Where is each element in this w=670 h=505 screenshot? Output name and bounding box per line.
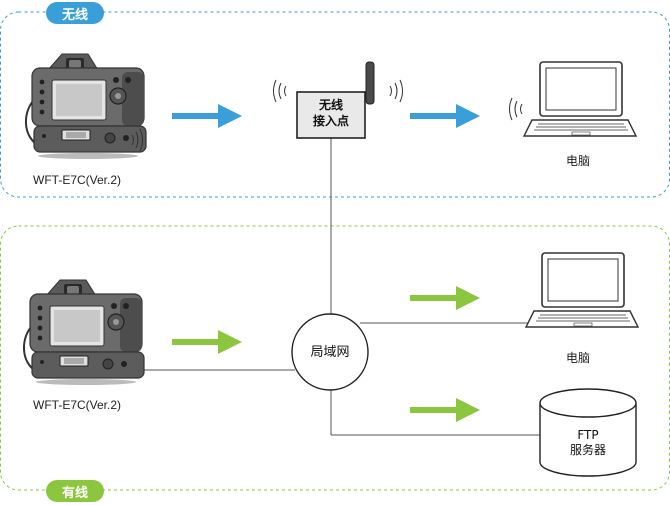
ap-label: 无线 接入点 bbox=[297, 97, 365, 129]
wireless-arrow-2 bbox=[410, 104, 480, 128]
wireless-pc-label: 电脑 bbox=[566, 154, 591, 168]
wired-arrow-1 bbox=[172, 330, 242, 354]
server-icon bbox=[539, 388, 637, 477]
router-icon bbox=[296, 61, 375, 139]
wired-arrow-2 bbox=[410, 286, 480, 310]
wired-laptop-icon bbox=[525, 252, 639, 328]
ftp-label-line2: 服务器 bbox=[569, 443, 606, 457]
wireless-camera-label: WFT-E7C(Ver.2) bbox=[33, 173, 122, 187]
ap-label-line1: 无线 bbox=[318, 98, 343, 112]
wired-camera-icon bbox=[22, 279, 145, 386]
wireless-arrow-1 bbox=[172, 104, 242, 128]
wired-arrow-3 bbox=[410, 398, 480, 422]
lan-node bbox=[291, 313, 369, 391]
wired-pc-label: 电脑 bbox=[566, 351, 591, 365]
wireless-camera-icon bbox=[24, 53, 147, 160]
ap-label-line2: 接入点 bbox=[312, 114, 349, 128]
wireless-section-label: 无线 bbox=[46, 2, 104, 24]
wireless-signal-icon bbox=[131, 128, 143, 152]
wired-section-label: 有线 bbox=[46, 480, 104, 502]
wired-camera-label: WFT-E7C(Ver.2) bbox=[33, 398, 122, 412]
lan-label: 局域网 bbox=[310, 345, 350, 360]
ftp-label-line1: FTP bbox=[577, 428, 599, 442]
ftp-server-label: FTP 服务器 bbox=[540, 428, 636, 458]
wireless-laptop-icon bbox=[523, 61, 637, 137]
wireless-section-frame bbox=[0, 11, 670, 198]
ap-signal-icon bbox=[273, 79, 403, 103]
laptop-signal-icon bbox=[509, 97, 523, 121]
